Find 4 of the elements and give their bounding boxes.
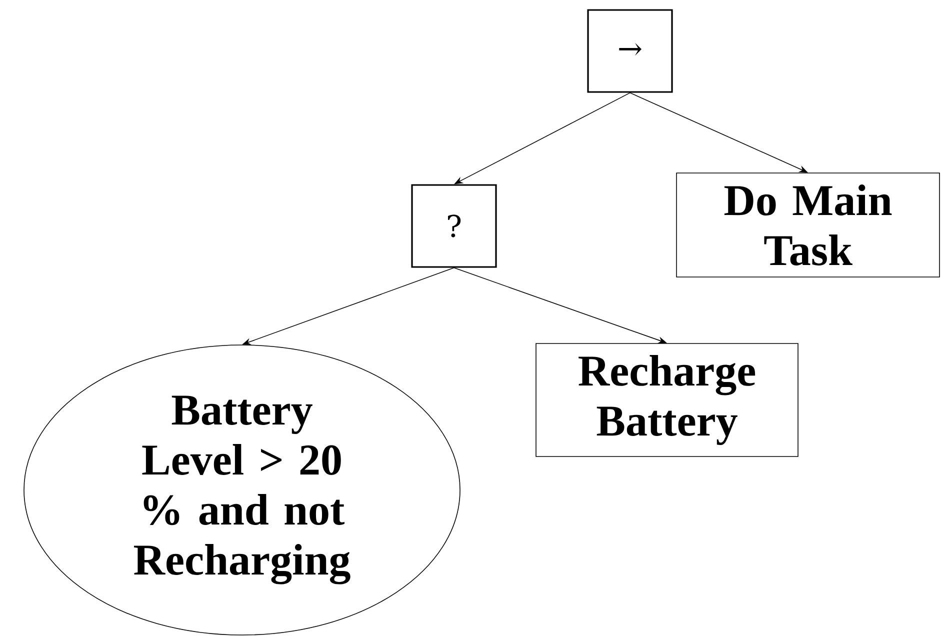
control-node-box: → <box>587 9 673 93</box>
action-box: Do Main Task <box>676 172 940 278</box>
control-node-box: ? <box>411 184 497 268</box>
action-box: Recharge Battery <box>536 343 798 457</box>
